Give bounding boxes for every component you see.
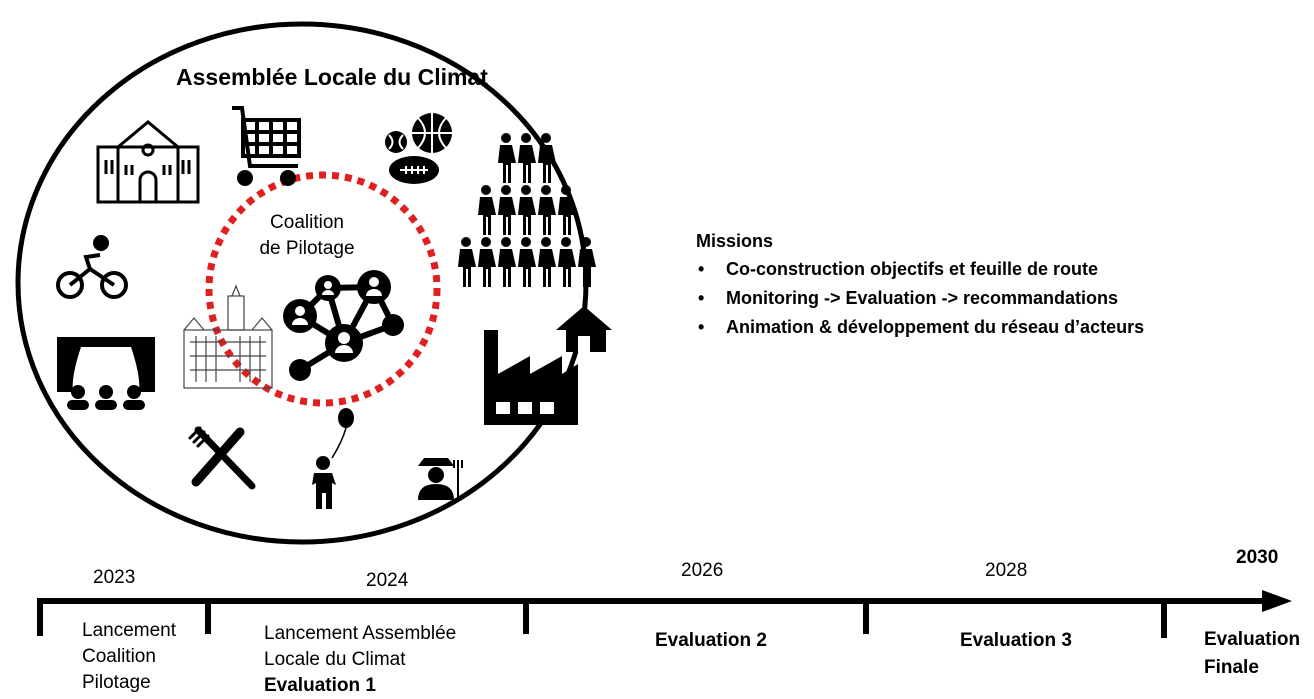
milestone-line: Coalition (82, 646, 156, 667)
missions-list: Co-construction objectifs et feuille de … (696, 255, 1144, 342)
fork-knife-icon (188, 426, 256, 490)
milestone-2024-desc: Lancement Assemblée Locale du Climat Eva… (264, 621, 456, 699)
mission-item: Animation & développement du réseau d’ac… (696, 313, 1144, 342)
milestone-line: Pilotage (82, 672, 151, 693)
milestone-2026-desc: Evaluation 2 (655, 628, 767, 654)
milestone-line: Evaluation 2 (655, 630, 767, 651)
house-icon (556, 306, 612, 352)
coalition-circle (205, 171, 441, 407)
mission-item: Co-construction objectifs et feuille de … (696, 255, 1144, 284)
shopping-cart-icon (232, 106, 301, 186)
town-hall-icon (183, 284, 273, 389)
coalition-label: Coalition de Pilotage (237, 210, 377, 262)
year-2028: 2028 (985, 560, 1028, 581)
missions-title: Missions (696, 231, 774, 251)
milestone-line: Evaluation 3 (960, 630, 1072, 651)
year-2026: 2026 (681, 560, 724, 581)
timeline-axis (37, 590, 1292, 638)
coalition-label-line1: Coalition (270, 212, 344, 233)
crowd-icon (458, 133, 596, 287)
milestone-2028-desc: Evaluation 3 (960, 628, 1072, 654)
theater-audience-icon (57, 337, 155, 410)
milestone-line: Evaluation 1 (264, 675, 376, 696)
network-icon (283, 270, 404, 381)
child-balloon-icon (312, 408, 354, 509)
school-icon (96, 120, 200, 204)
factory-icon (484, 330, 578, 425)
year-2030: 2030 (1236, 547, 1279, 568)
milestone-line: Lancement Assemblée (264, 623, 457, 644)
milestone-2023-desc: Lancement Coalition Pilotage (82, 618, 176, 696)
coalition-label-line2: de Pilotage (259, 238, 355, 259)
missions-box: Missions Co-construction objectifs et fe… (696, 229, 1144, 342)
milestone-line: Evaluation (1204, 629, 1301, 650)
milestone-line: Lancement (82, 620, 177, 641)
milestone-2030-desc: Evaluation Finale (1204, 626, 1300, 682)
milestone-line: Locale du Climat (264, 649, 406, 670)
farmer-icon (418, 458, 463, 500)
sports-balls-icon (385, 113, 452, 184)
year-2024: 2024 (366, 570, 409, 591)
mission-item: Monitoring -> Evaluation -> recommandati… (696, 284, 1144, 313)
assembly-title: Assemblée Locale du Climat (176, 64, 488, 90)
milestone-line: Finale (1204, 657, 1259, 678)
year-2023: 2023 (93, 567, 136, 588)
cyclist-icon (56, 235, 128, 299)
